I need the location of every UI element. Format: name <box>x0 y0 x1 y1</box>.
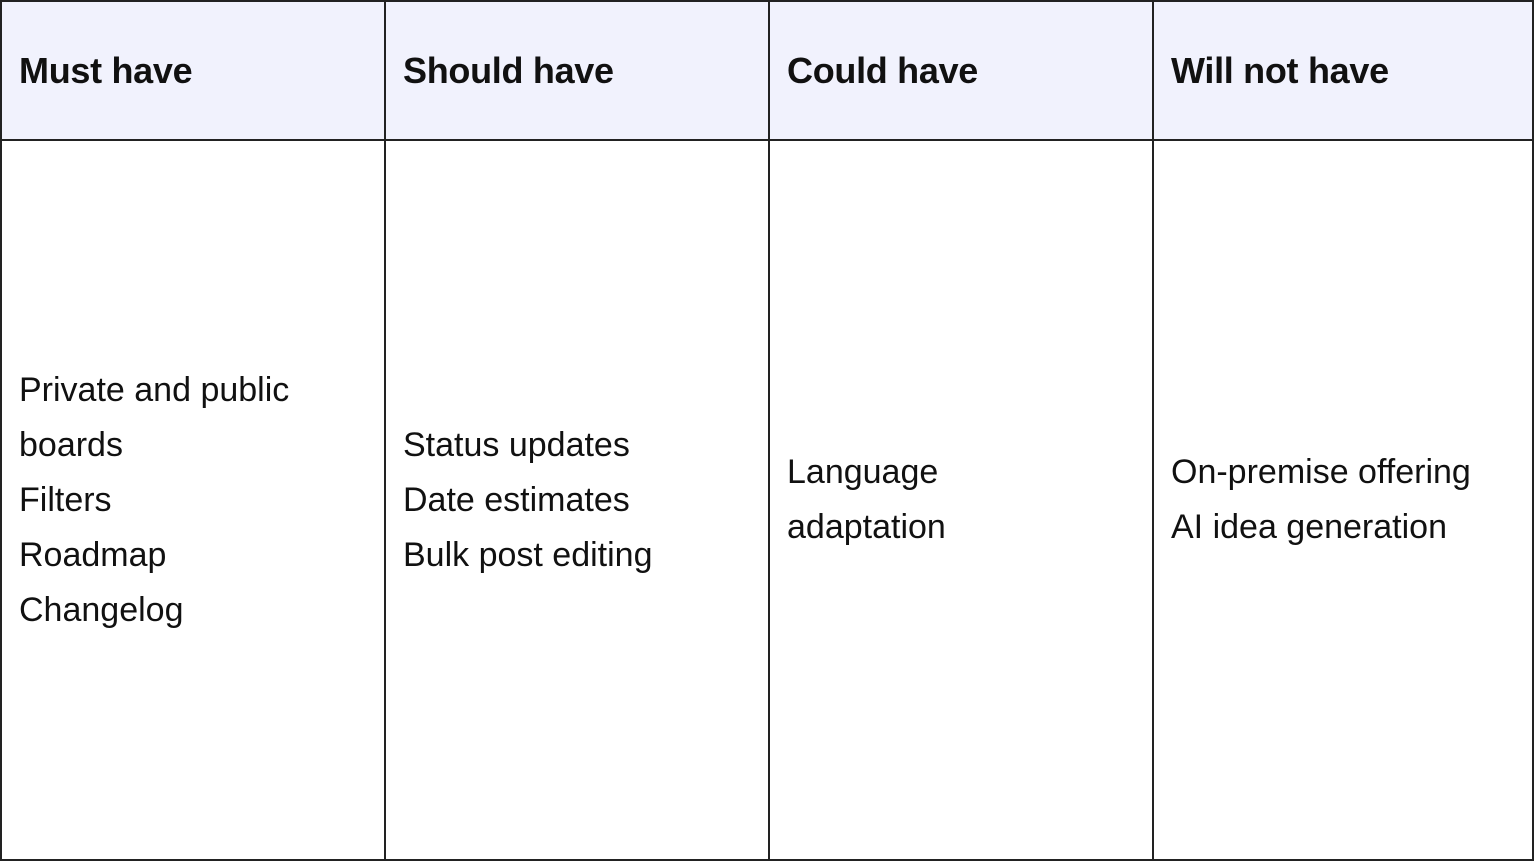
header-label: Must have <box>19 49 193 91</box>
list-item: boards <box>19 425 123 464</box>
list-item: Status updates <box>403 425 630 464</box>
should-have-cell: Status updates Date estimates Bulk post … <box>386 141 770 859</box>
will-not-have-cell: On-premise offering AI idea generation <box>1154 141 1532 859</box>
header-label: Will not have <box>1171 49 1389 91</box>
should-have-list: Status updates Date estimates Bulk post … <box>403 418 653 583</box>
could-have-list: Language adaptation <box>787 445 946 555</box>
list-item: Language <box>787 453 939 491</box>
header-must-have: Must have <box>2 2 386 141</box>
must-have-cell: Private and public boards Filters Roadma… <box>2 141 386 859</box>
list-item: Date estimates <box>403 480 630 519</box>
will-not-have-list: On-premise offering AI idea generation <box>1171 445 1471 555</box>
list-item: On-premise offering <box>1171 453 1471 491</box>
header-label: Could have <box>787 49 979 91</box>
could-have-cell: Language adaptation <box>770 141 1154 859</box>
must-have-list: Private and public boards Filters Roadma… <box>19 363 289 638</box>
list-item: adaptation <box>787 508 946 546</box>
list-item: Changelog <box>19 590 184 629</box>
list-item: Private and public <box>19 370 290 409</box>
header-could-have: Could have <box>770 2 1154 141</box>
header-will-not-have: Will not have <box>1154 2 1532 141</box>
header-label: Should have <box>403 49 614 91</box>
list-item: AI idea generation <box>1171 508 1447 546</box>
list-item: Roadmap <box>19 535 167 574</box>
header-should-have: Should have <box>386 2 770 141</box>
list-item: Filters <box>19 480 112 519</box>
list-item: Bulk post editing <box>403 535 653 574</box>
